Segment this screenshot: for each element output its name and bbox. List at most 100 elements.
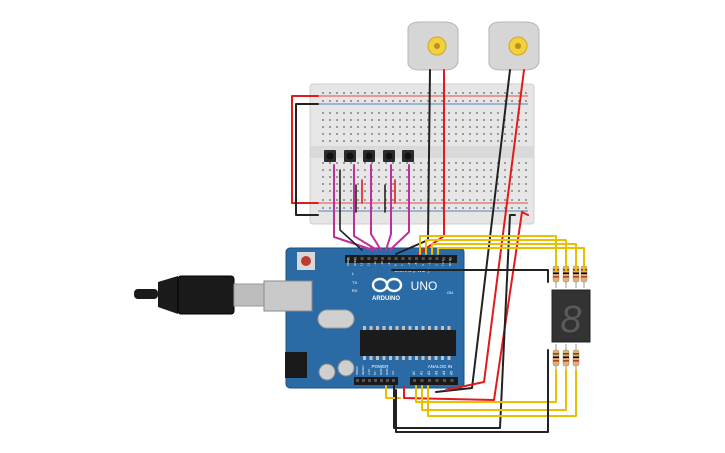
breadboard-hole bbox=[469, 169, 471, 171]
breadboard-hole bbox=[385, 140, 387, 142]
breadboard-hole bbox=[462, 183, 464, 185]
breadboard-hole bbox=[343, 176, 345, 178]
breadboard-hole bbox=[448, 126, 450, 128]
breadboard-hole bbox=[357, 176, 359, 178]
breadboard-hole bbox=[336, 183, 338, 185]
breadboard-hole bbox=[371, 140, 373, 142]
breadboard-hole bbox=[413, 199, 415, 201]
breadboard-hole bbox=[357, 190, 359, 192]
digital-pin-label: RX 0 bbox=[448, 259, 452, 266]
breadboard-hole bbox=[329, 162, 331, 164]
breadboard-hole bbox=[490, 183, 492, 185]
breadboard-hole bbox=[392, 133, 394, 135]
wire-magenta bbox=[370, 164, 382, 251]
breadboard-hole bbox=[525, 190, 527, 192]
seven-segment-display: 8 bbox=[551, 289, 591, 343]
breadboard-hole bbox=[455, 169, 457, 171]
breadboard-hole bbox=[413, 207, 415, 209]
breadboard-hole bbox=[343, 162, 345, 164]
breadboard-hole bbox=[364, 183, 366, 185]
breadboard-hole bbox=[518, 176, 520, 178]
capacitor bbox=[318, 363, 336, 381]
breadboard-hole bbox=[420, 92, 422, 94]
breadboard-hole bbox=[518, 92, 520, 94]
breadboard-hole bbox=[322, 162, 324, 164]
breadboard-hole bbox=[336, 126, 338, 128]
analog-pin-label: A2 bbox=[427, 371, 431, 375]
push-button bbox=[363, 150, 375, 162]
breadboard-hole bbox=[427, 92, 429, 94]
breadboard-hole bbox=[490, 176, 492, 178]
breadboard-hole bbox=[441, 112, 443, 114]
wire-black bbox=[435, 69, 511, 393]
breadboard-hole bbox=[406, 126, 408, 128]
wire-yellow bbox=[437, 247, 585, 271]
breadboard-hole bbox=[476, 100, 478, 102]
breadboard-hole bbox=[350, 92, 352, 94]
breadboard-hole bbox=[490, 190, 492, 192]
breadboard-hole bbox=[476, 133, 478, 135]
breadboard-hole bbox=[469, 176, 471, 178]
breadboard-hole bbox=[357, 133, 359, 135]
breadboard-hole bbox=[469, 126, 471, 128]
breadboard-hole bbox=[336, 133, 338, 135]
breadboard-hole bbox=[525, 140, 527, 142]
breadboard-hole bbox=[364, 207, 366, 209]
breadboard-hole bbox=[441, 92, 443, 94]
digital-pin-label: 12 bbox=[366, 262, 370, 266]
breadboard-hole bbox=[455, 207, 457, 209]
wire-red bbox=[445, 69, 525, 391]
arduino-logo-icon bbox=[371, 277, 403, 293]
breadboard-hole bbox=[406, 169, 408, 171]
breadboard-hole bbox=[483, 169, 485, 171]
breadboard-hole bbox=[525, 183, 527, 185]
breadboard-hole bbox=[378, 162, 380, 164]
breadboard-hole bbox=[385, 207, 387, 209]
breadboard-hole bbox=[406, 199, 408, 201]
analog-header bbox=[410, 377, 458, 385]
breadboard-hole bbox=[462, 92, 464, 94]
breadboard-hole bbox=[413, 133, 415, 135]
breadboard-hole bbox=[329, 199, 331, 201]
breadboard-hole bbox=[406, 176, 408, 178]
wire-yellow bbox=[427, 369, 577, 417]
breadboard-hole bbox=[490, 119, 492, 121]
power-pin-label: Vin bbox=[391, 370, 395, 375]
breadboard-hole bbox=[399, 140, 401, 142]
breadboard-hole bbox=[483, 140, 485, 142]
breadboard-hole bbox=[490, 126, 492, 128]
breadboard-hole bbox=[406, 183, 408, 185]
breadboard-hole bbox=[476, 126, 478, 128]
breadboard-hole bbox=[329, 140, 331, 142]
breadboard-hole bbox=[322, 199, 324, 201]
breadboard-hole bbox=[504, 92, 506, 94]
breadboard-hole bbox=[441, 162, 443, 164]
breadboard-hole bbox=[511, 190, 513, 192]
breadboard-hole bbox=[385, 169, 387, 171]
breadboard-hole bbox=[336, 176, 338, 178]
breadboard-hole bbox=[399, 162, 401, 164]
breadboard-hole bbox=[518, 199, 520, 201]
breadboard-hole bbox=[399, 133, 401, 135]
breadboard-hole bbox=[497, 207, 499, 209]
breadboard-hole bbox=[455, 119, 457, 121]
breadboard-hole bbox=[504, 176, 506, 178]
breadboard-hole bbox=[343, 140, 345, 142]
breadboard-hole bbox=[427, 133, 429, 135]
breadboard-hole bbox=[448, 176, 450, 178]
breadboard-hole bbox=[497, 119, 499, 121]
breadboard-hole bbox=[357, 199, 359, 201]
breadboard-hole bbox=[448, 183, 450, 185]
breadboard-hole bbox=[329, 169, 331, 171]
digital-header bbox=[345, 255, 457, 263]
breadboard-hole bbox=[413, 176, 415, 178]
breadboard-hole bbox=[497, 100, 499, 102]
breadboard-hole bbox=[518, 140, 520, 142]
breadboard-hole bbox=[434, 190, 436, 192]
breadboard-hole bbox=[511, 207, 513, 209]
breadboard-hole bbox=[469, 119, 471, 121]
breadboard-hole bbox=[462, 126, 464, 128]
breadboard-hole bbox=[329, 176, 331, 178]
breadboard-hole bbox=[357, 126, 359, 128]
breadboard-hole bbox=[336, 140, 338, 142]
